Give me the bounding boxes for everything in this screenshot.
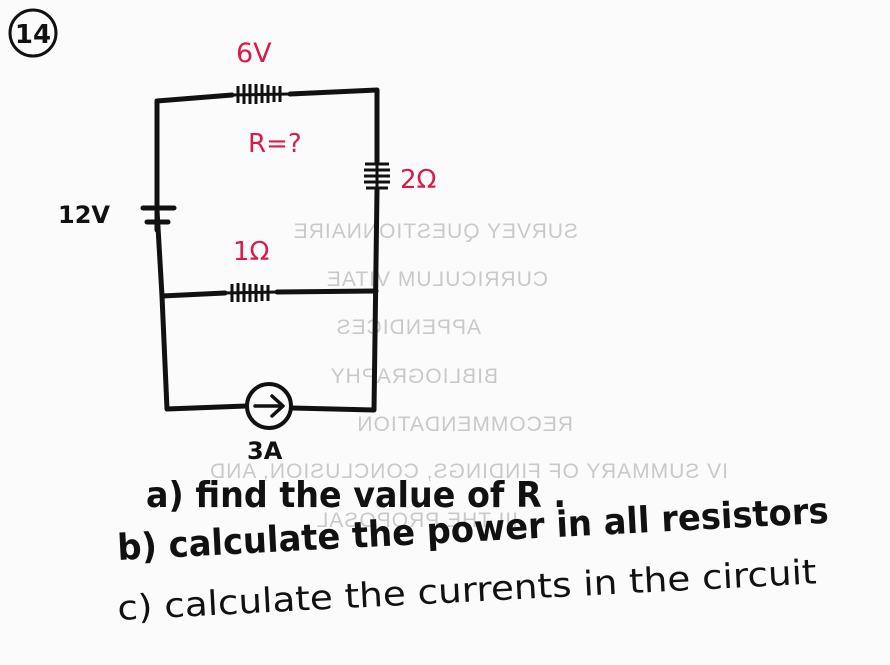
ghost-line: BIBLIOGRAPHY [330, 365, 498, 388]
ghost-line: CURRICULUM VITAE [326, 268, 548, 291]
resistor-r [231, 84, 291, 104]
resistor-2-ohm [364, 160, 390, 192]
source-voltage-label: 12V [58, 201, 110, 229]
ghost-line: APPENDICES [336, 316, 481, 339]
ghost-line: RECOMMENDATION [356, 413, 573, 436]
battery-symbol [140, 205, 177, 225]
bleed-through-text: SURVEY QUESTIONNAIRE CURRICULUM VITAE AP… [209, 220, 728, 532]
question-c: c) calculate the currents in the circuit [116, 552, 817, 629]
problem-number: 14 [15, 20, 51, 50]
ghost-line: III THE PROPOSAL [316, 509, 518, 532]
questions: a) find the value of R . b) calculate th… [116, 475, 829, 629]
middle-resistance-label: 1Ω [233, 237, 269, 267]
current-source [245, 382, 293, 430]
top-resistance-label: R=? [248, 129, 302, 159]
resistor-1-ohm [224, 283, 278, 302]
arrow-right-icon [253, 394, 285, 418]
ghost-line: IV SUMMARY OF FINDINGS, CONCLUSION, AND [209, 460, 728, 483]
top-voltage-label: 6V [236, 38, 272, 69]
right-resistance-label: 2Ω [400, 165, 436, 195]
ghost-line: SURVEY QUESTIONNAIRE [293, 220, 578, 243]
question-a: a) find the value of R . [146, 475, 566, 516]
problem-number-badge: 14 [8, 8, 58, 58]
circuit-wires [154, 87, 380, 413]
current-source-label: 3A [247, 437, 283, 465]
